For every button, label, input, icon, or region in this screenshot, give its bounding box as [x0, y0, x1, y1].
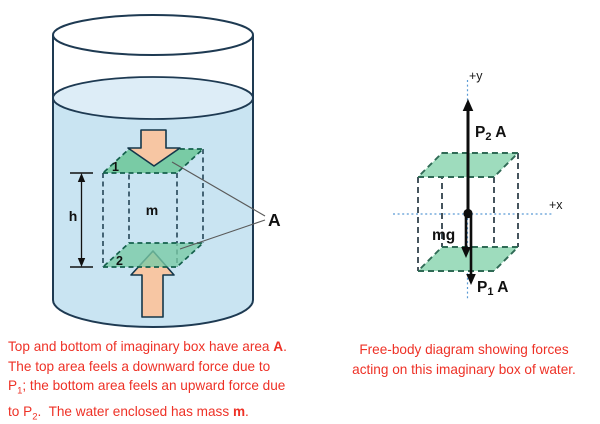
- force-p2a-arrowhead: [462, 99, 474, 111]
- fbd-axes: [393, 80, 553, 300]
- area-line-bottom: [179, 219, 266, 250]
- diagram-canvas: 1 2 m h A +y +x: [52, 14, 563, 328]
- height-arrowhead-up: [77, 173, 86, 182]
- beaker-rim: [52, 14, 254, 56]
- fbd-center-dot: [463, 208, 473, 219]
- beaker-outline: [52, 14, 254, 328]
- label-mass: m: [146, 202, 158, 218]
- height-arrowhead-down: [77, 258, 86, 267]
- beaker-diagram: 1 2 m h A: [52, 14, 281, 328]
- water-body: [53, 98, 253, 327]
- area-line-top: [171, 161, 266, 217]
- force-label-p2a: P2 A: [475, 124, 506, 143]
- fbd-bottom-face: [415, 246, 521, 272]
- force-mg-arrowhead: [461, 247, 471, 258]
- label-face-1: 1: [112, 160, 119, 174]
- force-p1a-arrowhead: [466, 274, 476, 285]
- water-surface: [52, 76, 254, 120]
- label-area: A: [268, 210, 281, 230]
- box-bottom-face: [100, 242, 206, 268]
- y-axis-label: +y: [469, 69, 483, 83]
- label-height: h: [69, 208, 78, 224]
- force-label-mg: mg: [432, 227, 455, 244]
- area-connector-lines: [171, 161, 266, 250]
- force-label-p1a: P1 A: [477, 279, 508, 298]
- free-body-diagram: +y +x P2 A: [393, 69, 563, 300]
- top-pressure-arrow: [127, 129, 181, 167]
- beaker-caption: Top and bottom of imaginary box have are…: [8, 339, 287, 423]
- height-dimension: [70, 172, 93, 268]
- label-face-2: 2: [116, 254, 123, 268]
- x-axis-label: +x: [549, 198, 563, 212]
- beaker-walls-and-bottom: [52, 35, 254, 328]
- fbd-forces: [461, 99, 476, 285]
